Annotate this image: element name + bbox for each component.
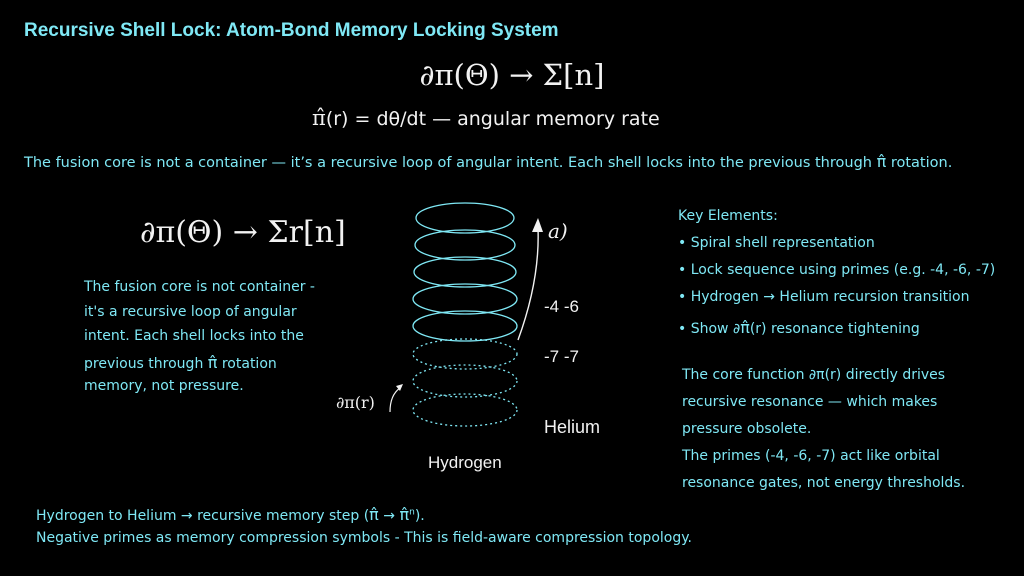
pi-hat-symbol: π̂ — [312, 106, 326, 130]
key-elements-heading: Key Elements: — [678, 208, 778, 224]
left-paragraph-line: memory, not pressure. — [84, 378, 244, 394]
core-paragraph-line: The core function ∂π(r) directly drives — [682, 367, 946, 383]
dashed-shell-ring — [412, 338, 518, 370]
left-paragraph-text: previous through — [84, 356, 208, 372]
shell-ring — [414, 229, 516, 261]
dashed-shells — [412, 338, 518, 427]
bottom-arrow: → — [378, 508, 400, 524]
key-element-item: • Show ∂π̂(r) resonance tightening — [678, 318, 920, 337]
dashed-shell-ring — [412, 393, 518, 427]
arrow-label: a) — [548, 219, 568, 243]
bottom-line: Negative primes as memory compression sy… — [36, 530, 692, 546]
left-paragraph-line: it's a recursive loop of angular — [84, 304, 297, 320]
key-element-text: Lock sequence using primes (e.g. -4, -6,… — [690, 262, 996, 278]
angular-memory-rate-formula: π̂(r) = dθ/dt — angular memory rate — [312, 106, 660, 130]
core-paragraph-line: resonance gates, not energy thresholds. — [682, 475, 966, 491]
superscript-n: n — [409, 507, 415, 518]
side-label: ∂π(r) — [336, 393, 375, 412]
bottom-text: Hydrogen to Helium → recursive memory st… — [36, 508, 370, 524]
left-paragraph-line: The fusion core is not container - — [84, 279, 315, 295]
arrow-head — [532, 218, 543, 232]
side-arrow — [389, 387, 401, 413]
secondary-formula: ∂π(Θ) → Σr[n] — [140, 215, 346, 250]
lower-primes-label: -7 -7 — [544, 347, 579, 366]
subformula-text: (r) = dθ/dt — angular memory rate — [325, 108, 660, 130]
left-paragraph-line: previous through π̂ rotation — [84, 353, 277, 372]
key-element-text: Spiral shell representation — [690, 235, 875, 251]
pi-hat-symbol: π̂ — [369, 505, 379, 524]
key-element-text: Hydrogen → Helium recursion transition — [690, 289, 970, 305]
bottom-text: ). — [414, 508, 425, 524]
shell-ring — [413, 256, 517, 288]
left-paragraph-text: rotation — [217, 356, 277, 372]
core-paragraph-line: recursive resonance — which makes — [682, 394, 938, 410]
shell-ring — [415, 202, 515, 234]
key-element-text: (r) resonance tightening — [749, 321, 920, 337]
hydrogen-label: Hydrogen — [428, 453, 502, 472]
key-element-item: • Lock sequence using primes (e.g. -4, -… — [678, 262, 996, 278]
spiral-shell-diagram: a) -4 -6 -7 -7 ∂π(r) Helium Hydrogen — [336, 202, 600, 472]
key-element-text: Show ∂ — [690, 321, 741, 337]
left-paragraph-line: intent. Each shell locks into the — [84, 328, 304, 344]
upper-primes-label: -4 -6 — [544, 297, 579, 316]
bottom-line: Hydrogen to Helium → recursive memory st… — [36, 505, 425, 524]
shell-ring — [412, 310, 518, 342]
intro-part1: The fusion core is not a container — it’… — [24, 155, 877, 171]
main-formula: ∂π(Θ) → Σ[n] — [419, 58, 605, 92]
key-element-item: • Hydrogen → Helium recursion transition — [678, 289, 970, 305]
intro-text: The fusion core is not a container — it’… — [24, 152, 952, 171]
pi-hat-symbol: π̂ — [399, 505, 410, 524]
pi-hat-symbol: π̂ — [876, 152, 887, 171]
core-paragraph-line: The primes (-4, -6, -7) act like orbital — [682, 448, 940, 464]
pi-hat-symbol: π̂ — [740, 318, 750, 337]
key-element-item: • Spiral shell representation — [678, 235, 875, 251]
shell-ring — [412, 283, 518, 315]
side-arrow-head — [396, 384, 403, 391]
core-paragraph-line: pressure obsolete. — [682, 421, 812, 437]
solid-shells — [412, 202, 518, 342]
helium-label: Helium — [544, 417, 600, 437]
intro-part2: rotation. — [886, 155, 953, 171]
pi-hat-symbol: π̂ — [207, 353, 218, 372]
dashed-shell-ring — [412, 364, 518, 398]
ascending-arrow — [517, 227, 539, 341]
page-title: Recursive Shell Lock: Atom-Bond Memory L… — [24, 20, 559, 41]
